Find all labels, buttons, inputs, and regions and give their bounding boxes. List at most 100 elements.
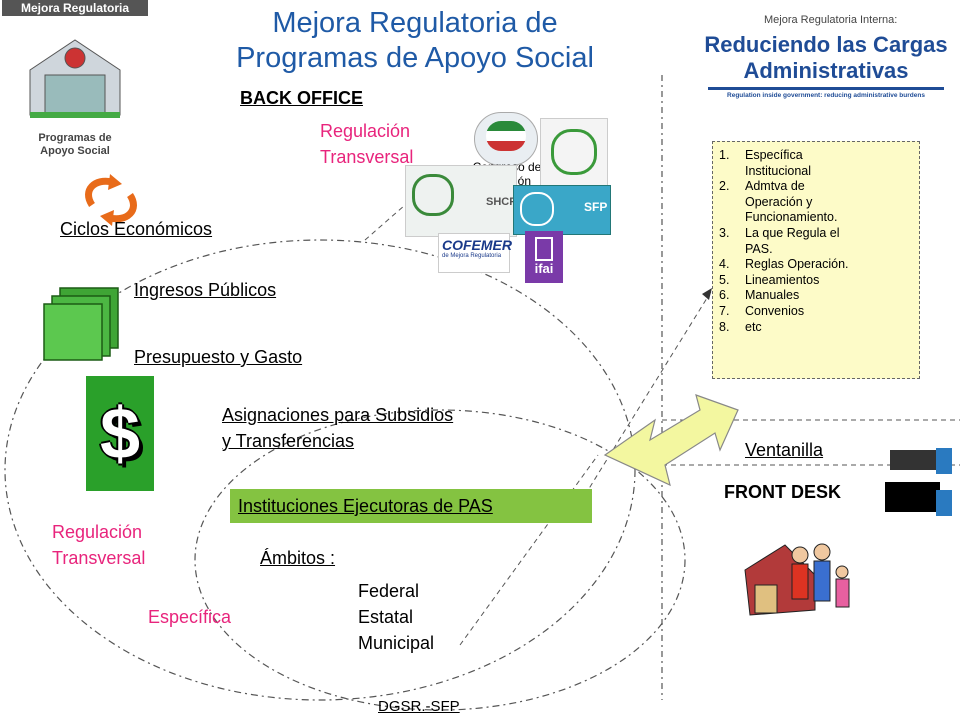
sfp-emblem-icon — [520, 192, 554, 226]
institutions-ellipse — [194, 409, 686, 711]
cycle-arrows-icon — [85, 174, 137, 226]
list-item-number — [719, 164, 745, 180]
list-item: 5. Lineamientos — [719, 273, 915, 289]
connector-line-2 — [584, 289, 713, 496]
regulacion-top-line-2: Transversal — [320, 147, 414, 167]
list-item: PAS. — [719, 242, 915, 258]
ingresos-publicos-label: Ingresos Públicos — [134, 280, 277, 300]
list-item-text: etc — [745, 319, 762, 334]
cofemer-label: COFEMER — [442, 237, 512, 253]
footer-label: DGSR.-SFP — [378, 698, 460, 715]
ambitos-label: Ámbitos : — [260, 548, 336, 568]
list-item: Institucional — [719, 164, 915, 180]
connector-line-3 — [459, 454, 599, 646]
list-item: 7. Convenios — [719, 304, 915, 320]
list-item: 2.Admtva de — [719, 179, 915, 195]
list-item-number: 8. — [719, 319, 730, 334]
dollar-icon: $ — [86, 376, 154, 491]
list-item: 1. Específica — [719, 148, 915, 164]
burden-reduction-banner: Mejora Regulatoria Interna: Reduciendo l… — [700, 14, 952, 106]
banner-tagline: Regulation inside government: reducing a… — [727, 92, 925, 99]
list-item-number: 2. — [719, 179, 730, 194]
list-item-number: 6. — [719, 288, 730, 303]
logo: Mejora Regulatoria Programas de Apoyo So… — [2, 0, 148, 168]
ambito-municipal: Municipal — [358, 633, 435, 653]
logo-bottom-text: Programas de Apoyo Social — [38, 132, 112, 157]
ifai-emblem-icon — [535, 237, 553, 261]
list-item-number: 1. — [719, 148, 730, 162]
list-item-text: La que Regula el — [745, 225, 840, 240]
list-item-text: Específica — [745, 148, 803, 162]
logo-top-text: Mejora Regulatoria — [2, 0, 148, 16]
list-item-text: Funcionamiento. — [745, 210, 838, 225]
presupuesto-gasto-label: Presupuesto y Gasto — [134, 347, 303, 367]
list-item-number: 7. — [719, 303, 730, 318]
asignaciones-label: Asignaciones para Subsidios y Transferen… — [222, 402, 453, 454]
regulacion-transversal-top: Regulación Transversal — [320, 118, 413, 170]
regulacion-transversal-left: Regulación Transversal — [52, 519, 145, 571]
asf-emblem-icon — [551, 129, 597, 175]
list-item-text: Reglas Operación. — [745, 257, 849, 272]
asf-logo — [540, 118, 608, 190]
list-item-number: 5. — [719, 272, 730, 287]
ifai-label: ifai — [534, 261, 554, 276]
list-item: 4. Reglas Operación. — [719, 257, 915, 273]
list-item-text: Institucional — [745, 163, 812, 178]
cofemer-logo: COFEMER de Mejora Regulatoria — [438, 233, 512, 273]
ambitos-list: Federal Estatal Municipal — [358, 578, 434, 656]
congreso-logo — [474, 112, 538, 166]
list-item-text: PAS. — [745, 241, 773, 256]
hands-icon — [885, 448, 952, 516]
ambito-estatal: Estatal — [358, 607, 414, 627]
shcp-label: SHCP — [486, 196, 517, 208]
cofemer-sublabel: de Mejora Regulatoria — [442, 253, 502, 259]
list-item: Operación y — [719, 195, 915, 211]
dollar-sign: $ — [99, 394, 141, 474]
ifai-logo: ifai — [525, 231, 563, 283]
building-icon — [20, 20, 130, 125]
sfp-label: SFP — [584, 200, 608, 214]
ventanilla-label: Ventanilla — [745, 440, 824, 460]
asignaciones-line-1: Asignaciones para Subsidios — [222, 405, 454, 425]
list-item-number — [719, 242, 745, 258]
front-desk-label: FRONT DESK — [724, 482, 841, 502]
list-item: 3. La que Regula el — [719, 226, 915, 242]
banner-small-text: Mejora Regulatoria Interna: — [764, 14, 898, 26]
congreso-emblem-icon — [486, 121, 526, 151]
list-item: 8. etc — [719, 320, 915, 336]
especifica-label: Específica — [148, 607, 232, 627]
regulacion-left-line-2: Transversal — [52, 548, 146, 568]
regulacion-top-line-1: Regulación — [320, 121, 411, 141]
banner-divider — [708, 87, 944, 90]
regulacion-left-line-1: Regulación — [52, 522, 143, 542]
list-item: 6. Manuales — [719, 288, 915, 304]
list-item-text: Lineamientos — [745, 272, 820, 287]
page-title-line-2: Programas de Apoyo Social — [236, 42, 594, 74]
list-item-number: 4. — [719, 257, 730, 272]
shcp-logo: SHCP — [405, 165, 517, 237]
back-office-label: BACK OFFICE — [240, 88, 363, 108]
page-title-line-1: Mejora Regulatoria de — [272, 7, 558, 39]
list-item: Funcionamiento. — [719, 210, 915, 226]
asignaciones-line-2: y Transferencias — [222, 431, 355, 451]
double-arrow-icon — [603, 394, 739, 487]
shcp-emblem-icon — [412, 174, 454, 216]
family-house-icon — [744, 543, 850, 616]
page-title: Mejora Regulatoria de Programas de Apoyo… — [180, 6, 650, 76]
ciclos-economicos-label: Ciclos Económicos — [60, 219, 213, 239]
documents-icon — [43, 287, 119, 361]
banner-line-1: Reduciendo las Cargas — [704, 32, 948, 57]
ambito-federal: Federal — [358, 581, 420, 601]
list-item-text: Convenios — [745, 303, 805, 318]
sfp-logo: SFP — [513, 185, 611, 235]
back-office-ellipse — [4, 239, 636, 701]
connector-arrowhead — [702, 288, 712, 300]
list-item-text: Manuales — [745, 288, 800, 303]
instituciones-ejecutoras-box: Instituciones Ejecutoras de PAS — [230, 489, 592, 523]
instituciones-label: Instituciones Ejecutoras de PAS — [238, 496, 493, 516]
list-item-number: 3. — [719, 225, 730, 240]
list-item-number — [719, 195, 745, 211]
list-item-text: Operación y — [745, 194, 813, 209]
